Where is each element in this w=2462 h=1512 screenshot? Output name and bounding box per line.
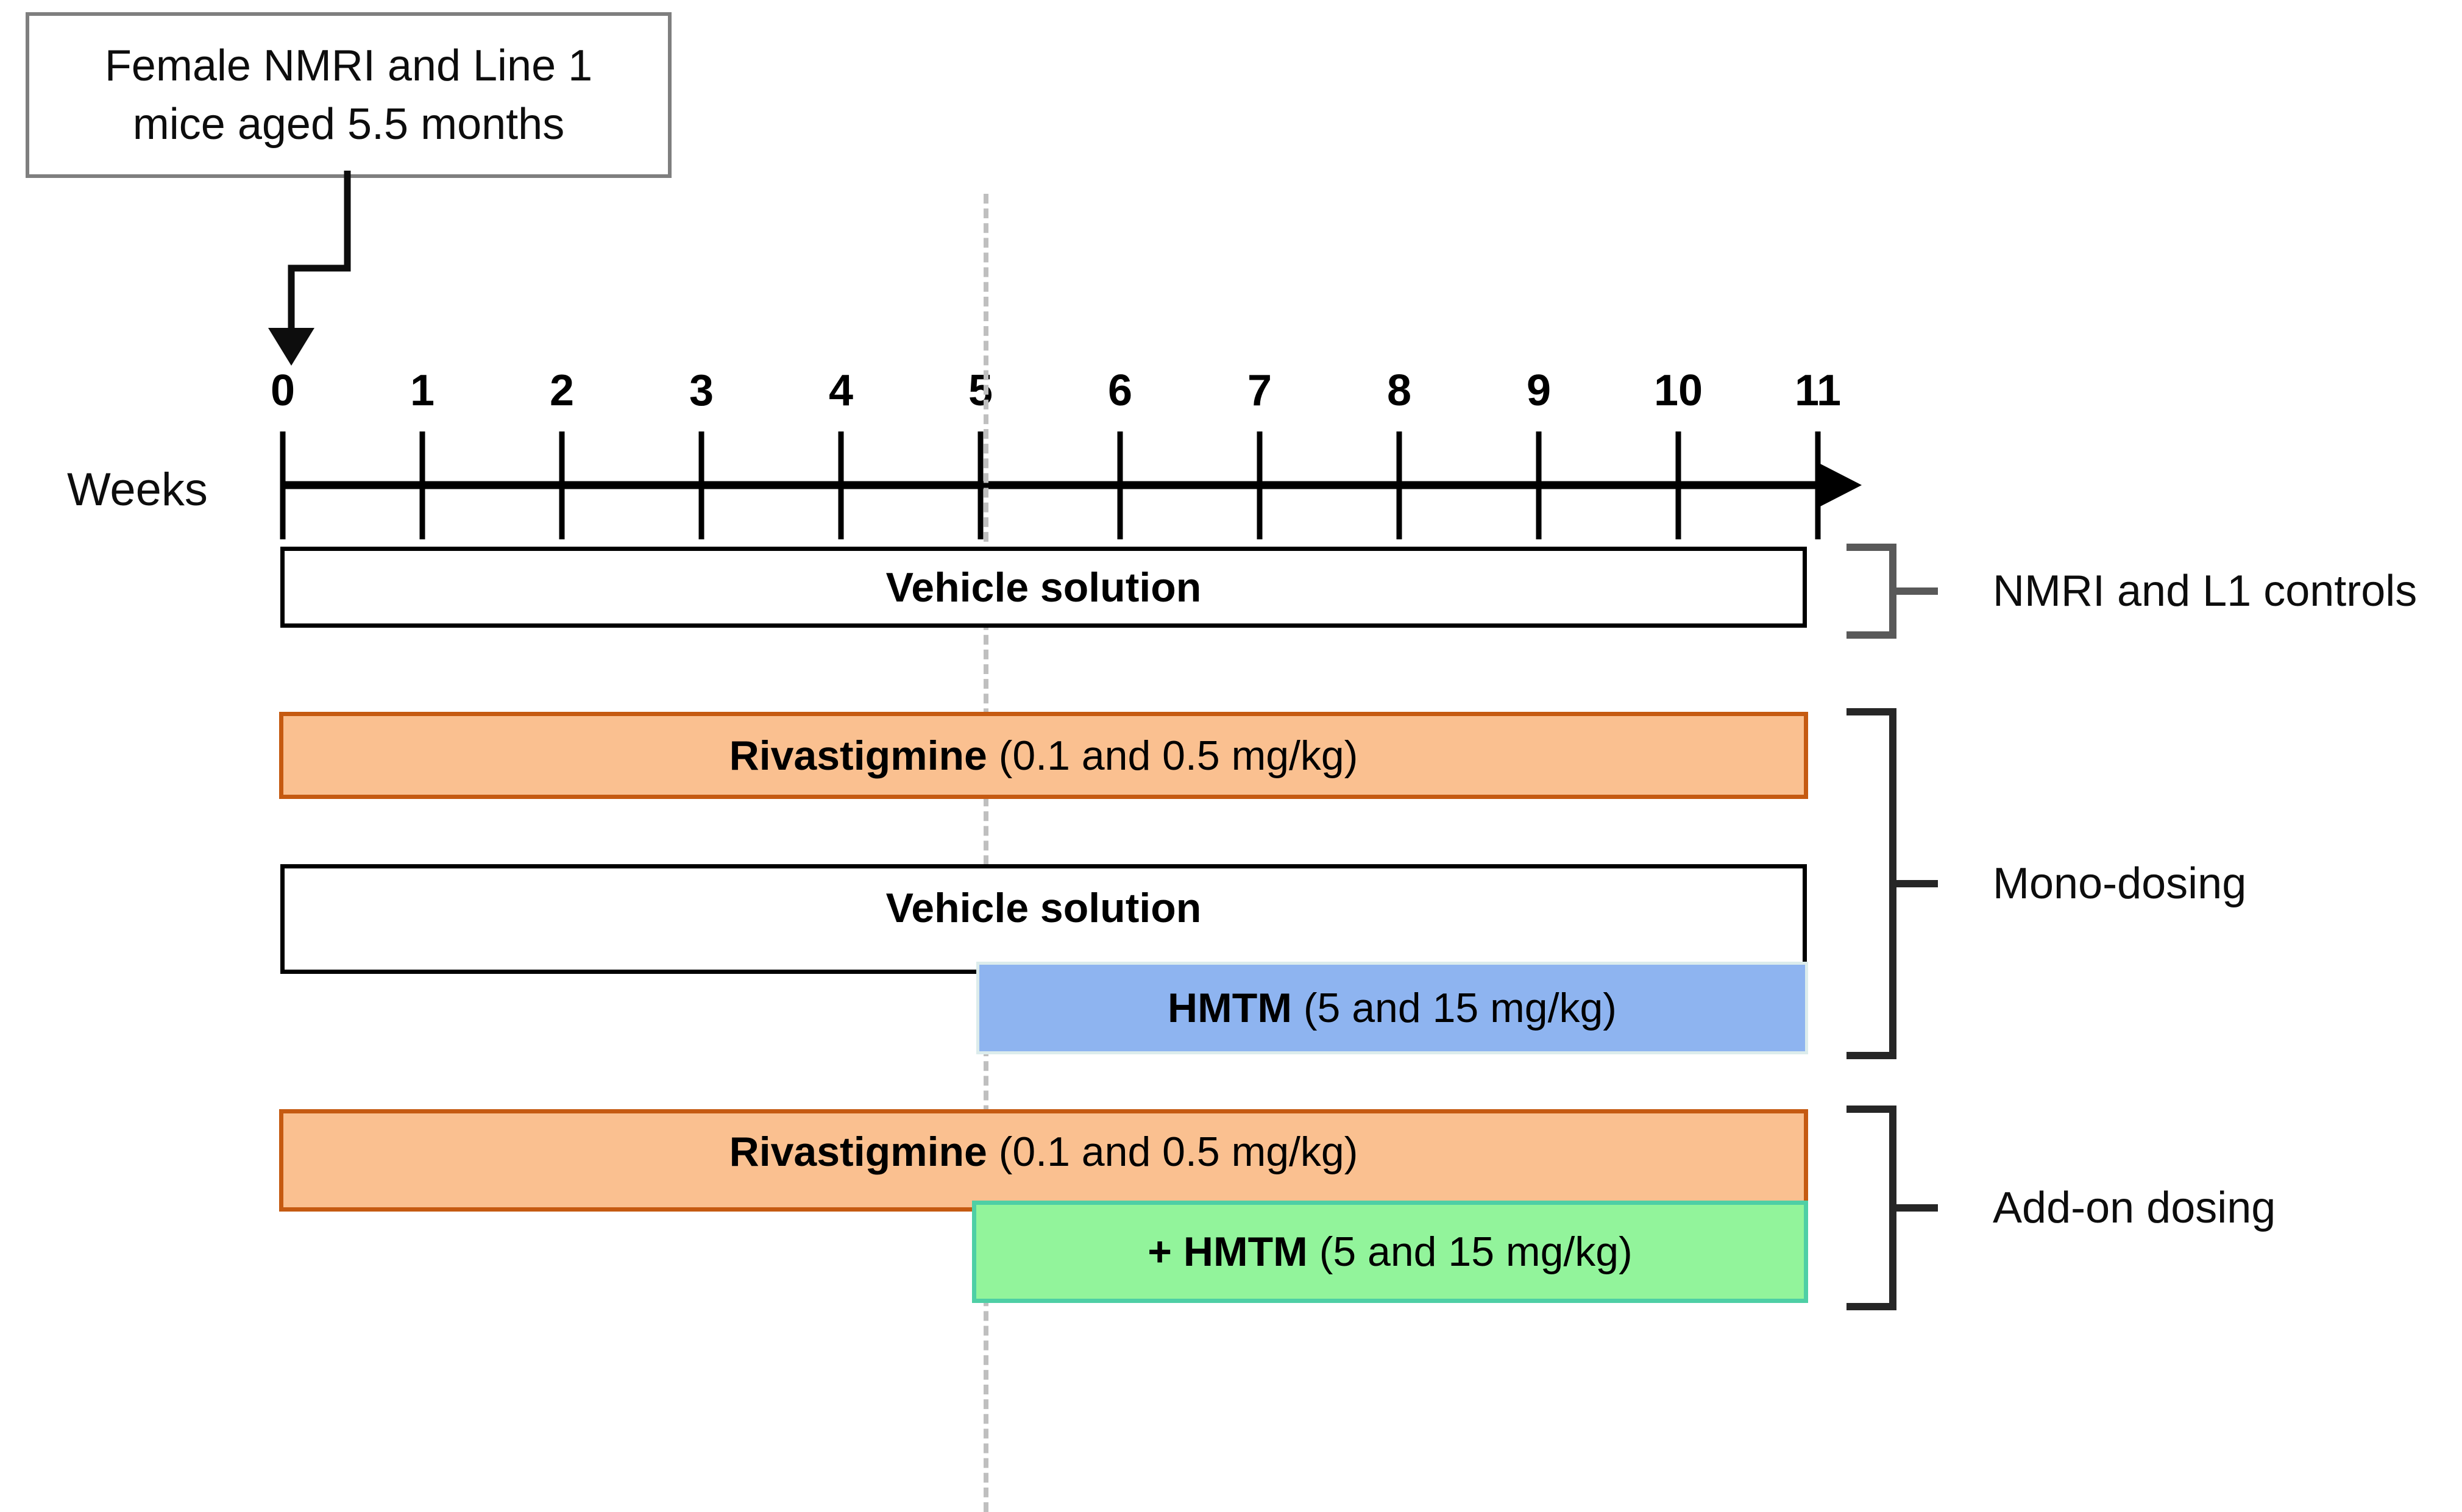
- axis-tick-label-11: 11: [1794, 366, 1842, 415]
- cohort-box-text: Female NMRI and Line 1 mice aged 5.5 mon…: [80, 37, 617, 154]
- axis-tick-label-10: 10: [1653, 366, 1703, 415]
- bar-label-mono-rivastigmine: Rivastigmine (0.1 and 0.5 mg/kg): [729, 732, 1358, 779]
- bar-label-mono-hmtm: HMTM (5 and 15 mg/kg): [1168, 985, 1617, 1031]
- axis-tick-label-0: 0: [270, 366, 296, 415]
- bracket-addon-dosing: [1846, 1106, 1938, 1310]
- axis-tick-label-7: 7: [1247, 366, 1272, 415]
- axis-tick-label-5: 5: [968, 366, 993, 415]
- bracket-mono-dosing: [1846, 708, 1938, 1059]
- axis-caption-weeks: Weeks: [67, 464, 208, 516]
- axis-tick-label-8: 8: [1386, 366, 1412, 415]
- axis-svg: [280, 431, 1862, 539]
- bar-label-addon-rivastigmine: Rivastigmine (0.1 and 0.5 mg/kg): [729, 1129, 1358, 1175]
- group-label-controls: NMRI and L1 controls: [1993, 567, 2418, 616]
- bar-mono-rivastigmine: Rivastigmine (0.1 and 0.5 mg/kg): [279, 712, 1808, 799]
- bar-addon-rivastigmine: Rivastigmine (0.1 and 0.5 mg/kg): [279, 1109, 1808, 1212]
- bar-addon-hmtm: + HMTM (5 and 15 mg/kg): [972, 1201, 1808, 1303]
- bar-mono-vehicle: Vehicle solution: [280, 864, 1807, 974]
- cohort-line-1: Female NMRI and Line 1: [104, 41, 593, 90]
- bracket-controls: [1846, 544, 1938, 639]
- group-label-addon-dosing: Add-on dosing: [1993, 1184, 2276, 1232]
- axis-tick-label-4: 4: [828, 366, 854, 415]
- group-label-mono-dosing: Mono-dosing: [1993, 859, 2247, 908]
- bar-label-addon-hmtm: + HMTM (5 and 15 mg/kg): [1148, 1229, 1633, 1275]
- cohort-box: Female NMRI and Line 1 mice aged 5.5 mon…: [26, 12, 672, 178]
- week5-divider-line: [984, 194, 988, 1512]
- cohort-line-2: mice aged 5.5 months: [132, 100, 565, 149]
- bar-mono-hmtm: HMTM (5 and 15 mg/kg): [976, 962, 1808, 1054]
- axis-tick-label-2: 2: [549, 366, 575, 415]
- bar-label-control-vehicle: Vehicle solution: [885, 564, 1202, 611]
- axis-tick-label-6: 6: [1107, 366, 1133, 415]
- entry-arrow-icon: [268, 171, 351, 366]
- bar-label-mono-vehicle: Vehicle solution: [885, 885, 1202, 931]
- axis-tick-label-9: 9: [1526, 366, 1552, 415]
- axis-tick-label-1: 1: [410, 366, 435, 415]
- timeline-axis: 0 1 2 3 4 5 6 7 8 9 10 11: [0, 366, 1950, 548]
- bar-control-vehicle: Vehicle solution: [280, 547, 1807, 628]
- axis-tick-label-3: 3: [689, 366, 714, 415]
